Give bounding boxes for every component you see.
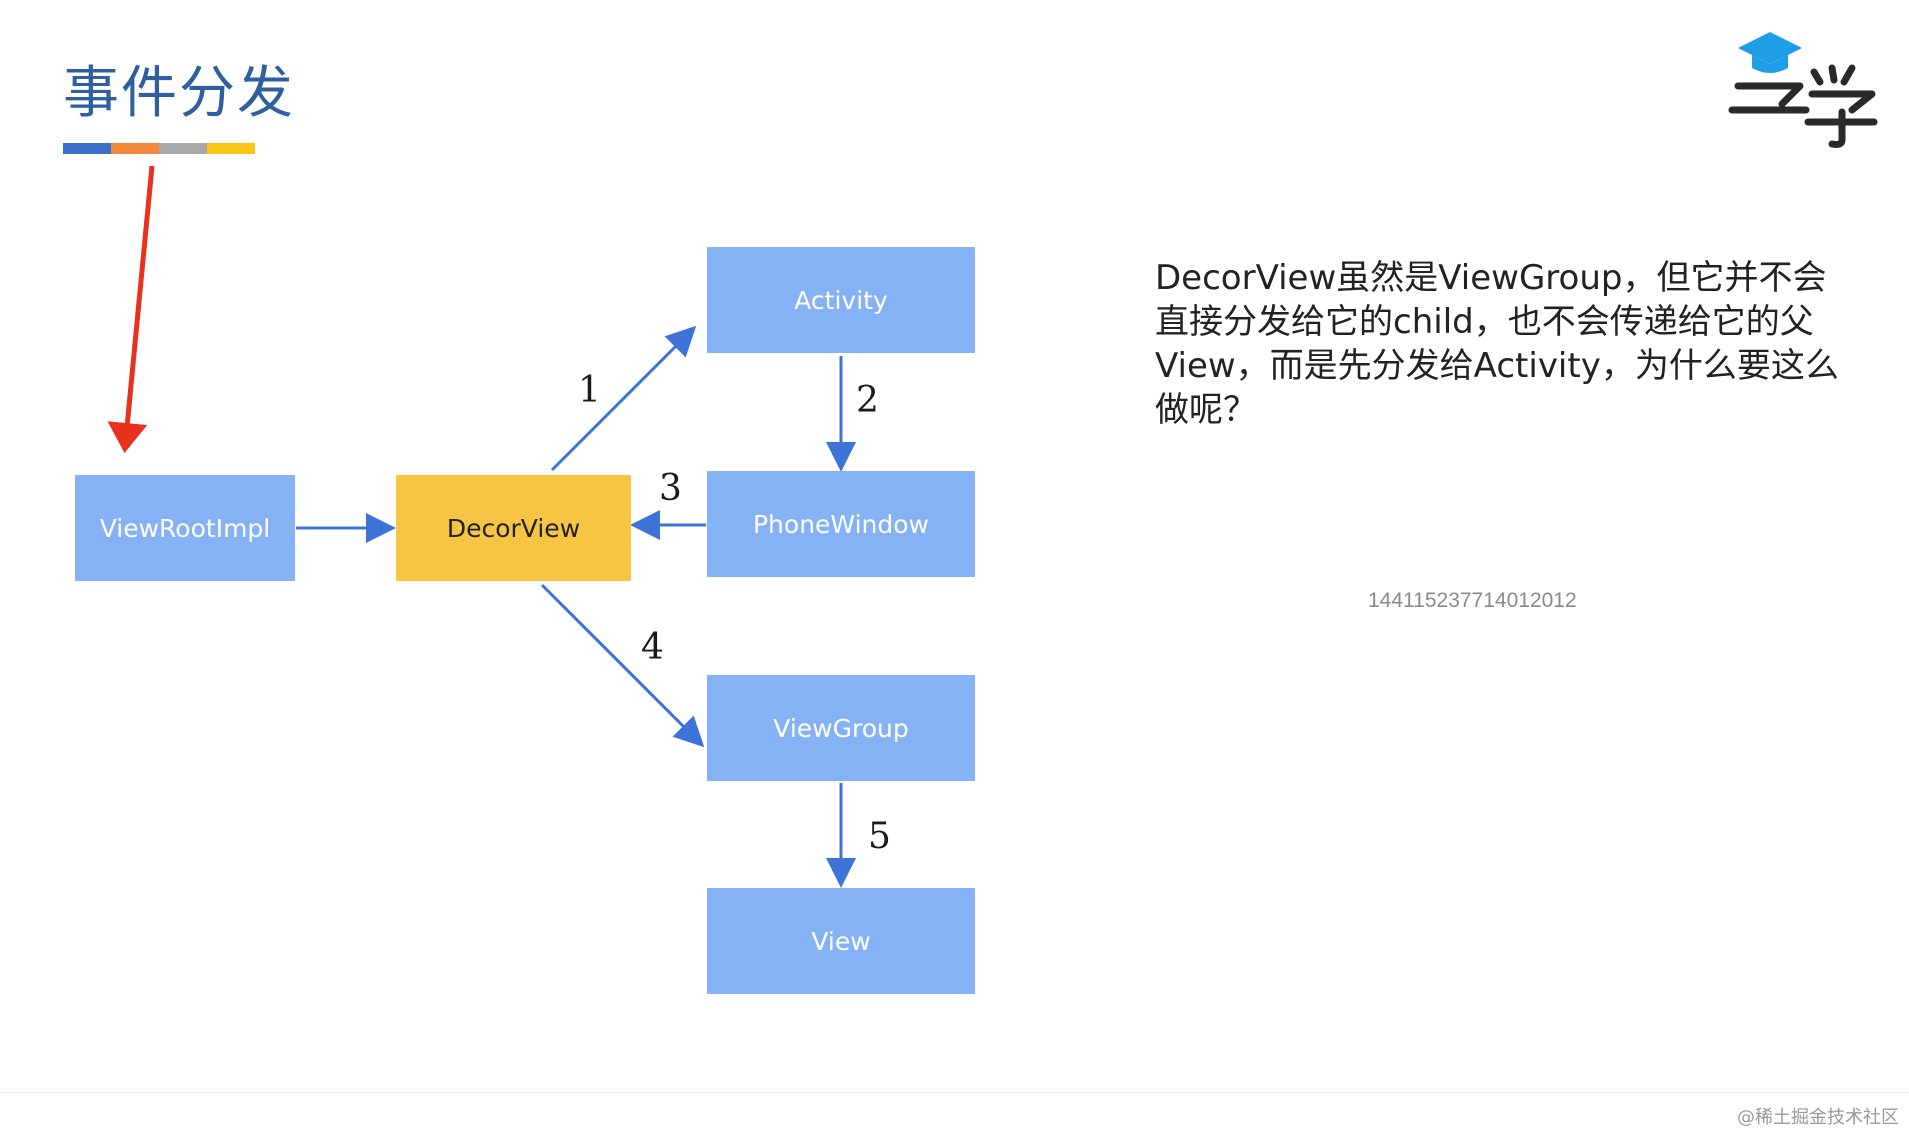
node-decorview: DecorView — [396, 475, 631, 581]
title-accent-bar — [63, 143, 255, 154]
page-title: 事件分发 — [63, 61, 295, 126]
red-pointer-arrow — [107, 165, 155, 453]
accent-segment-orange — [111, 143, 159, 154]
node-viewrootimpl: ViewRootImpl — [75, 475, 295, 581]
node-phonewindow: PhoneWindow — [707, 471, 975, 577]
accent-segment-blue — [63, 143, 111, 154]
id-number: 144115237714012012 — [1368, 589, 1577, 612]
accent-segment-yellow — [207, 143, 255, 154]
brand-logo — [1728, 28, 1878, 148]
step-label-2: 2 — [856, 380, 879, 421]
watermark: @稀土掘金技术社区 — [1737, 1107, 1899, 1128]
footer-divider — [0, 1092, 1909, 1093]
node-viewgroup: ViewGroup — [707, 675, 975, 781]
step-label-5: 5 — [868, 816, 891, 857]
step-label-3: 3 — [659, 468, 682, 509]
step-label-4: 4 — [641, 627, 664, 668]
accent-segment-gray — [159, 143, 207, 154]
arrow-decorview-to-viewgroup — [540, 583, 705, 748]
graduation-cap-icon — [1728, 32, 1878, 148]
node-activity: Activity — [707, 247, 975, 353]
step-label-1: 1 — [578, 370, 601, 411]
description-text: DecorView虽然是ViewGroup，但它并不会直接分发给它的child，… — [1155, 258, 1839, 430]
arrow-decorview-to-activity — [550, 325, 697, 472]
node-view: View — [707, 888, 975, 994]
